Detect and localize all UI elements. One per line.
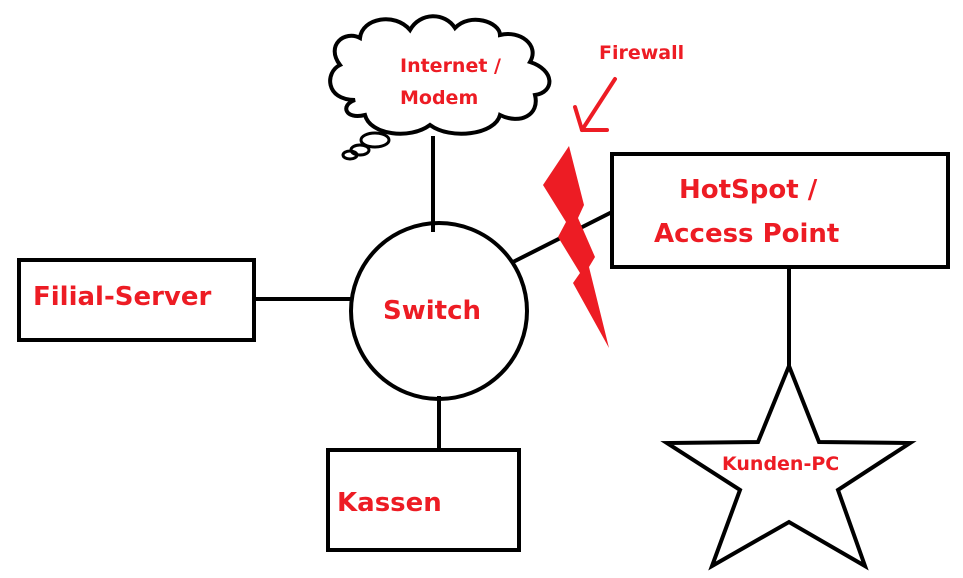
server-label: Filial-Server	[33, 282, 212, 312]
kunden-pc-label: Kunden-PC	[722, 453, 839, 475]
hotspot-label-line1: HotSpot /	[679, 175, 818, 205]
switch-node	[349, 221, 529, 401]
firewall-lightning-icon	[543, 146, 609, 348]
internet-label-line1: Internet /	[400, 55, 501, 77]
internet-cloud	[328, 14, 552, 136]
firewall-label: Firewall	[599, 42, 684, 64]
kassen-box	[326, 448, 521, 552]
hotspot-box	[610, 152, 950, 269]
cloud-bubble-large	[359, 131, 391, 149]
kunden-pc-star	[660, 360, 917, 571]
cloud-bubble-small	[341, 149, 359, 161]
hotspot-label-line2: Access Point	[654, 219, 839, 249]
switch-label: Switch	[383, 296, 481, 326]
internet-label-line2: Modem	[400, 87, 478, 109]
firewall-arrow-icon	[573, 77, 617, 132]
server-box	[17, 258, 256, 342]
cloud-bubble-medium	[349, 143, 371, 157]
kassen-label: Kassen	[337, 488, 442, 518]
